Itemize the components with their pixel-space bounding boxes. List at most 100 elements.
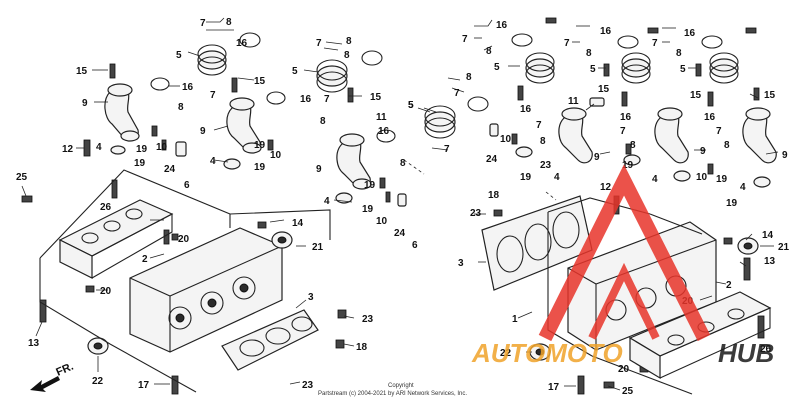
- callout-16: 16: [378, 126, 390, 137]
- callout-21: 21: [778, 242, 790, 253]
- left-intake-boot-1: [150, 32, 261, 91]
- callout-8: 8: [400, 158, 406, 169]
- callout-7: 7: [210, 90, 216, 101]
- callout-7: 7: [200, 18, 206, 29]
- callout-2: 2: [142, 254, 148, 265]
- callout-13: 13: [764, 256, 776, 267]
- callout-16: 16: [684, 28, 696, 39]
- left-intake-manifold-3: [336, 133, 372, 190]
- callout-5: 5: [408, 100, 414, 111]
- callout-26: 26: [100, 202, 112, 213]
- callout-2: 2: [726, 280, 732, 291]
- right-intake-manifold-3: [742, 107, 777, 164]
- callout-7: 7: [324, 94, 330, 105]
- callout-19: 19: [622, 160, 634, 171]
- callout-7: 7: [536, 120, 542, 131]
- callout-16: 16: [704, 112, 716, 123]
- callout-15: 15: [370, 92, 382, 103]
- callout-10: 10: [376, 216, 388, 227]
- callout-9: 9: [700, 146, 706, 157]
- callout-5: 5: [176, 50, 182, 61]
- callout-6: 6: [412, 240, 418, 251]
- callout-16: 16: [620, 112, 632, 123]
- callout-11: 11: [376, 112, 387, 123]
- callout-7: 7: [454, 88, 460, 99]
- callout-19: 19: [364, 180, 376, 191]
- callout-9: 9: [200, 126, 206, 137]
- callout-16: 16: [600, 26, 612, 37]
- callout-3: 3: [308, 292, 314, 303]
- callout-4: 4: [210, 156, 216, 167]
- callout-8: 8: [486, 46, 492, 57]
- callout-5: 5: [680, 64, 686, 75]
- callout-8: 8: [586, 48, 592, 59]
- callout-11: 11: [568, 96, 579, 107]
- callout-5: 5: [494, 62, 500, 73]
- callout-23: 23: [362, 314, 374, 325]
- callout-4: 4: [554, 172, 560, 183]
- front-label: FR.: [54, 361, 75, 379]
- callout-8: 8: [466, 72, 472, 83]
- callout-23: 23: [302, 380, 314, 391]
- callout-9: 9: [594, 152, 600, 163]
- callout-5: 5: [590, 64, 596, 75]
- callout-19: 19: [254, 140, 266, 151]
- right-intake-manifold-1: [558, 107, 593, 164]
- left-oil-seals: [87, 231, 293, 355]
- automotohub-watermark: AUTOMOTO HUB: [471, 164, 774, 368]
- callout-5: 5: [408, 100, 414, 111]
- callout-8: 8: [346, 36, 352, 47]
- callout-23: 23: [540, 160, 552, 171]
- callout-4: 4: [324, 196, 330, 207]
- callout-12: 12: [62, 144, 74, 155]
- callout-6: 6: [184, 180, 190, 191]
- callout-19: 19: [134, 158, 146, 169]
- callout-15: 15: [598, 84, 610, 95]
- callout-25: 25: [16, 172, 28, 183]
- callout-24: 24: [164, 164, 176, 175]
- callout-13: 13: [28, 338, 40, 349]
- callout-4: 4: [740, 182, 746, 193]
- callout-15: 15: [254, 76, 266, 87]
- callout-16: 16: [236, 38, 248, 49]
- callout-21: 21: [312, 242, 324, 253]
- left-leader-lines: [21, 17, 449, 385]
- callout-20: 20: [178, 234, 190, 245]
- left-small-fasteners: [21, 63, 407, 395]
- callout-18: 18: [356, 342, 368, 353]
- callout-17: 17: [548, 382, 560, 393]
- callout-7: 7: [620, 126, 626, 137]
- callout-15: 15: [764, 90, 776, 101]
- callout-10: 10: [270, 150, 282, 161]
- right-intake-boot-1: [511, 33, 555, 84]
- callout-16: 16: [182, 82, 194, 93]
- callout-7: 7: [316, 38, 322, 49]
- callout-20: 20: [100, 286, 112, 297]
- callout-20: 20: [618, 364, 630, 375]
- callout-19: 19: [254, 162, 266, 173]
- callout-10: 10: [500, 134, 512, 145]
- callout-8: 8: [630, 140, 636, 151]
- callout-19: 19: [520, 172, 532, 183]
- callout-15: 15: [690, 90, 702, 101]
- callout-8: 8: [178, 102, 184, 113]
- callout-10: 10: [156, 142, 168, 153]
- callout-22: 22: [92, 376, 104, 387]
- left-intake-boot-2: [266, 50, 383, 105]
- callout-1: 1: [512, 314, 518, 325]
- callout-23: 23: [470, 208, 482, 219]
- callout-7: 7: [564, 38, 570, 49]
- callout-7: 7: [716, 126, 722, 137]
- callout-8: 8: [540, 136, 546, 147]
- callout-4: 4: [96, 142, 102, 153]
- callout-24: 24: [394, 228, 406, 239]
- right-oil-seals: [529, 237, 759, 361]
- callout-16: 16: [496, 20, 508, 31]
- callout-14: 14: [762, 230, 774, 241]
- callout-19: 19: [362, 204, 374, 215]
- left-cylinder-head: [129, 227, 283, 353]
- front-direction-indicator: FR.: [30, 361, 75, 392]
- callout-7: 7: [652, 38, 658, 49]
- callout-17: 17: [138, 380, 150, 391]
